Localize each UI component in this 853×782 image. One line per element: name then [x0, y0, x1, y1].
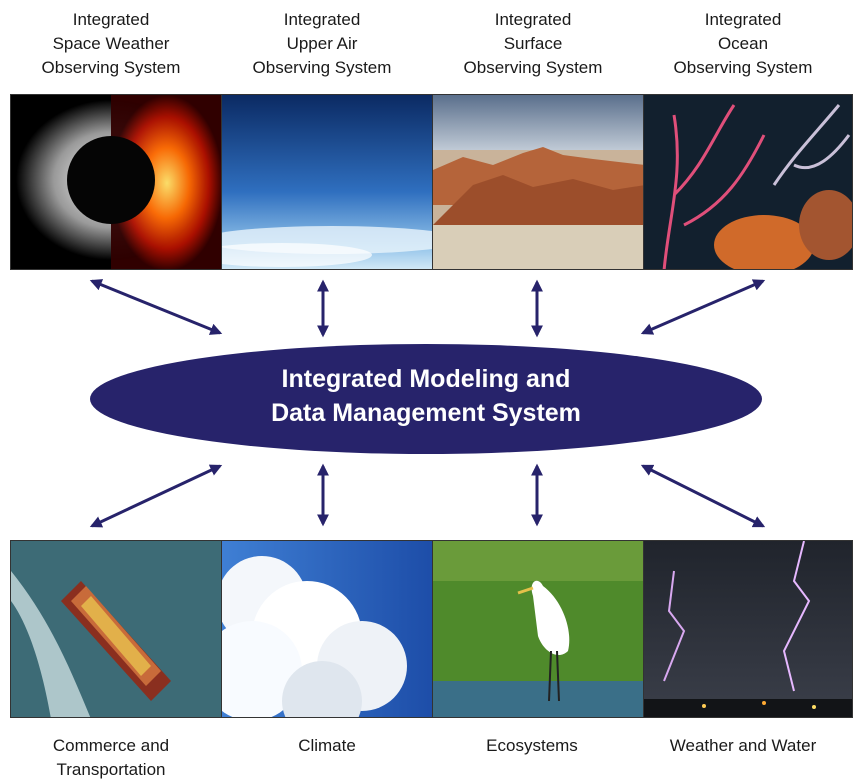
arrow-space-weather: [89, 279, 223, 335]
arrow-commerce: [89, 464, 223, 528]
climate-image: [221, 540, 433, 718]
central-system-title: Integrated Modeling and Data Management …: [90, 362, 762, 430]
commerce-image: [10, 540, 222, 718]
space-weather-image: [10, 94, 222, 270]
label-ecosystems: Ecosystems: [486, 736, 578, 755]
ecosystems-image: [432, 540, 644, 718]
central-ellipse: [90, 344, 762, 454]
label-commerce: Commerce and Transportation: [52, 736, 170, 779]
label-ocean: Integrated Ocean Observing System: [673, 10, 813, 77]
label-space-weather: Integrated Space Weather Observing Syste…: [41, 10, 181, 77]
central-title-line2: Data Management System: [271, 399, 581, 427]
ocean-image: [643, 94, 853, 270]
label-climate: Climate: [298, 736, 356, 755]
label-upper-air: Integrated Upper Air Observing System: [252, 10, 392, 77]
central-title-line1: Integrated Modeling and: [281, 365, 571, 393]
arrow-ocean: [640, 279, 766, 335]
surface-image: [432, 94, 644, 270]
arrow-weather-water: [640, 464, 766, 528]
weather-water-image: [643, 540, 853, 718]
label-weather-water: Weather and Water: [669, 736, 817, 755]
label-surface: Integrated Surface Observing System: [463, 10, 603, 77]
upper-air-image: [221, 94, 433, 270]
